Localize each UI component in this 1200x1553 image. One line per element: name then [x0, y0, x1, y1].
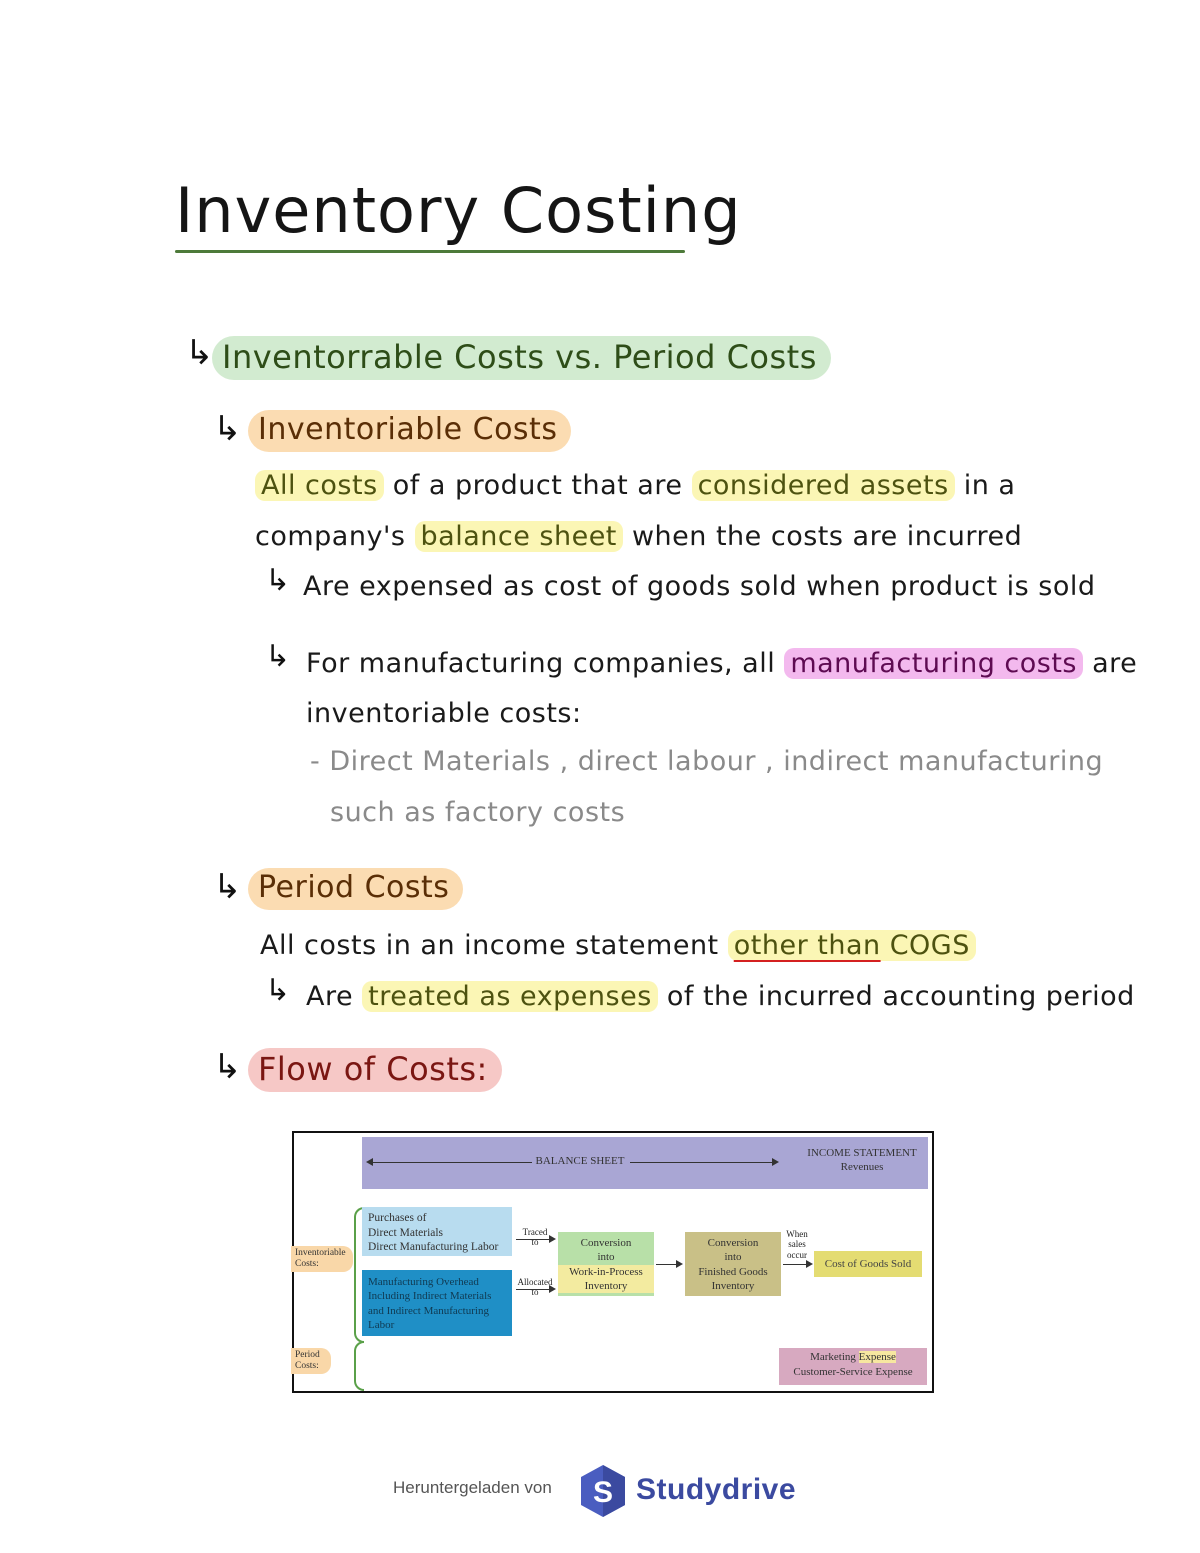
flow-heading: Flow of Costs:	[248, 1048, 502, 1093]
period-heading: Period Costs	[248, 868, 464, 910]
manufacturing-note-line2: inventoriable costs:	[306, 698, 582, 729]
when-sales-occur-label: When sales occur	[786, 1229, 808, 1260]
inventoriable-heading-wrap: Inventoriable Costs	[248, 410, 572, 452]
highlight-all-costs: All costs	[255, 470, 384, 501]
allocated-to-label: Allocated to	[517, 1277, 553, 1298]
period-definition: All costs in an income statement other t…	[260, 930, 976, 962]
fg-to-cogs-arrow	[783, 1264, 807, 1265]
period-costs-label: Period Costs:	[291, 1348, 331, 1374]
balance-sheet-bar	[362, 1137, 928, 1189]
studydrive-brand-link[interactable]: Studydrive	[636, 1473, 797, 1506]
work-in-process-box: Conversion into Work-in-Process Inventor…	[558, 1232, 654, 1296]
highlight-manufacturing-costs: manufacturing costs	[784, 648, 1083, 679]
studydrive-logo-icon[interactable]: S	[579, 1464, 627, 1518]
arrow-icon: ↳	[213, 1047, 242, 1087]
traced-to-label: Traced to	[522, 1227, 548, 1248]
highlight-treated-as-expenses: treated as expenses	[362, 981, 658, 1012]
cost-of-goods-sold-box: Cost of Goods Sold	[814, 1251, 922, 1277]
period-expense-note: Are treated as expenses of the incurred …	[306, 981, 1135, 1012]
wip-to-fg-arrow	[656, 1264, 677, 1265]
direct-materials-box: Purchases of Direct Materials Direct Man…	[362, 1207, 512, 1256]
cost-list-line1: - Direct Materials , direct labour , ind…	[310, 746, 1104, 777]
manufacturing-note-line1: For manufacturing companies, all manufac…	[306, 648, 1138, 679]
arrow-right-icon	[772, 1158, 779, 1166]
inventoriable-costs-label: Inventoriable Costs:	[291, 1246, 353, 1272]
inventoriable-definition-line2: company's balance sheet when the costs a…	[255, 521, 1023, 552]
arrow-icon: ↳	[213, 867, 242, 907]
income-statement-label: INCOME STATEMENT Revenues	[807, 1147, 917, 1173]
inventoriable-heading: Inventoriable Costs	[248, 410, 572, 452]
period-expenses-box: Marketing Expense Customer-Service Expen…	[779, 1348, 927, 1385]
title-underline	[175, 250, 685, 253]
arrow-icon: ↳	[265, 973, 291, 1008]
costs-comparison-heading: Inventorrable Costs vs. Period Costs	[212, 336, 831, 381]
svg-text:S: S	[593, 1476, 613, 1509]
arrow-right-icon	[549, 1285, 556, 1293]
period-brace	[354, 1341, 364, 1391]
page-title: Inventory Costing	[175, 174, 742, 247]
finished-goods-box: Conversion into Finished Goods Inventory	[685, 1232, 781, 1296]
arrow-right-icon	[549, 1235, 556, 1243]
balance-sheet-arrow-left	[372, 1162, 532, 1163]
arrow-left-icon	[366, 1158, 373, 1166]
arrow-right-icon	[676, 1260, 683, 1268]
section-heading-costs: Inventorrable Costs vs. Period Costs	[212, 336, 831, 381]
allocated-arrow	[516, 1289, 550, 1290]
highlight-considered-assets: considered assets	[691, 470, 955, 501]
inventoriable-definition-line1: All costs of a product that are consider…	[255, 470, 1015, 502]
traced-arrow	[516, 1239, 550, 1240]
arrow-right-icon	[806, 1260, 813, 1268]
balance-sheet-arrow-right	[630, 1162, 774, 1163]
flow-heading-wrap: Flow of Costs:	[248, 1048, 502, 1093]
highlight-other-than-cogs: other than COGS	[727, 930, 976, 961]
flow-of-costs-diagram: BALANCE SHEET INCOME STATEMENT Revenues …	[291, 1131, 934, 1393]
arrow-icon: ↳	[265, 639, 291, 674]
arrow-icon: ↳	[213, 409, 242, 449]
highlight-balance-sheet: balance sheet	[414, 521, 623, 552]
balance-sheet-label: BALANCE SHEET	[535, 1155, 625, 1167]
arrow-icon: ↳	[185, 333, 214, 373]
arrow-icon: ↳	[265, 563, 291, 598]
footer-downloaded-from: Heruntergeladen von	[393, 1478, 552, 1497]
period-heading-wrap: Period Costs	[248, 868, 464, 910]
cost-list-line2: such as factory costs	[330, 797, 626, 828]
manufacturing-overhead-box: Manufacturing Overhead Including Indirec…	[362, 1270, 512, 1336]
expensed-note: Are expensed as cost of goods sold when …	[303, 571, 1096, 602]
